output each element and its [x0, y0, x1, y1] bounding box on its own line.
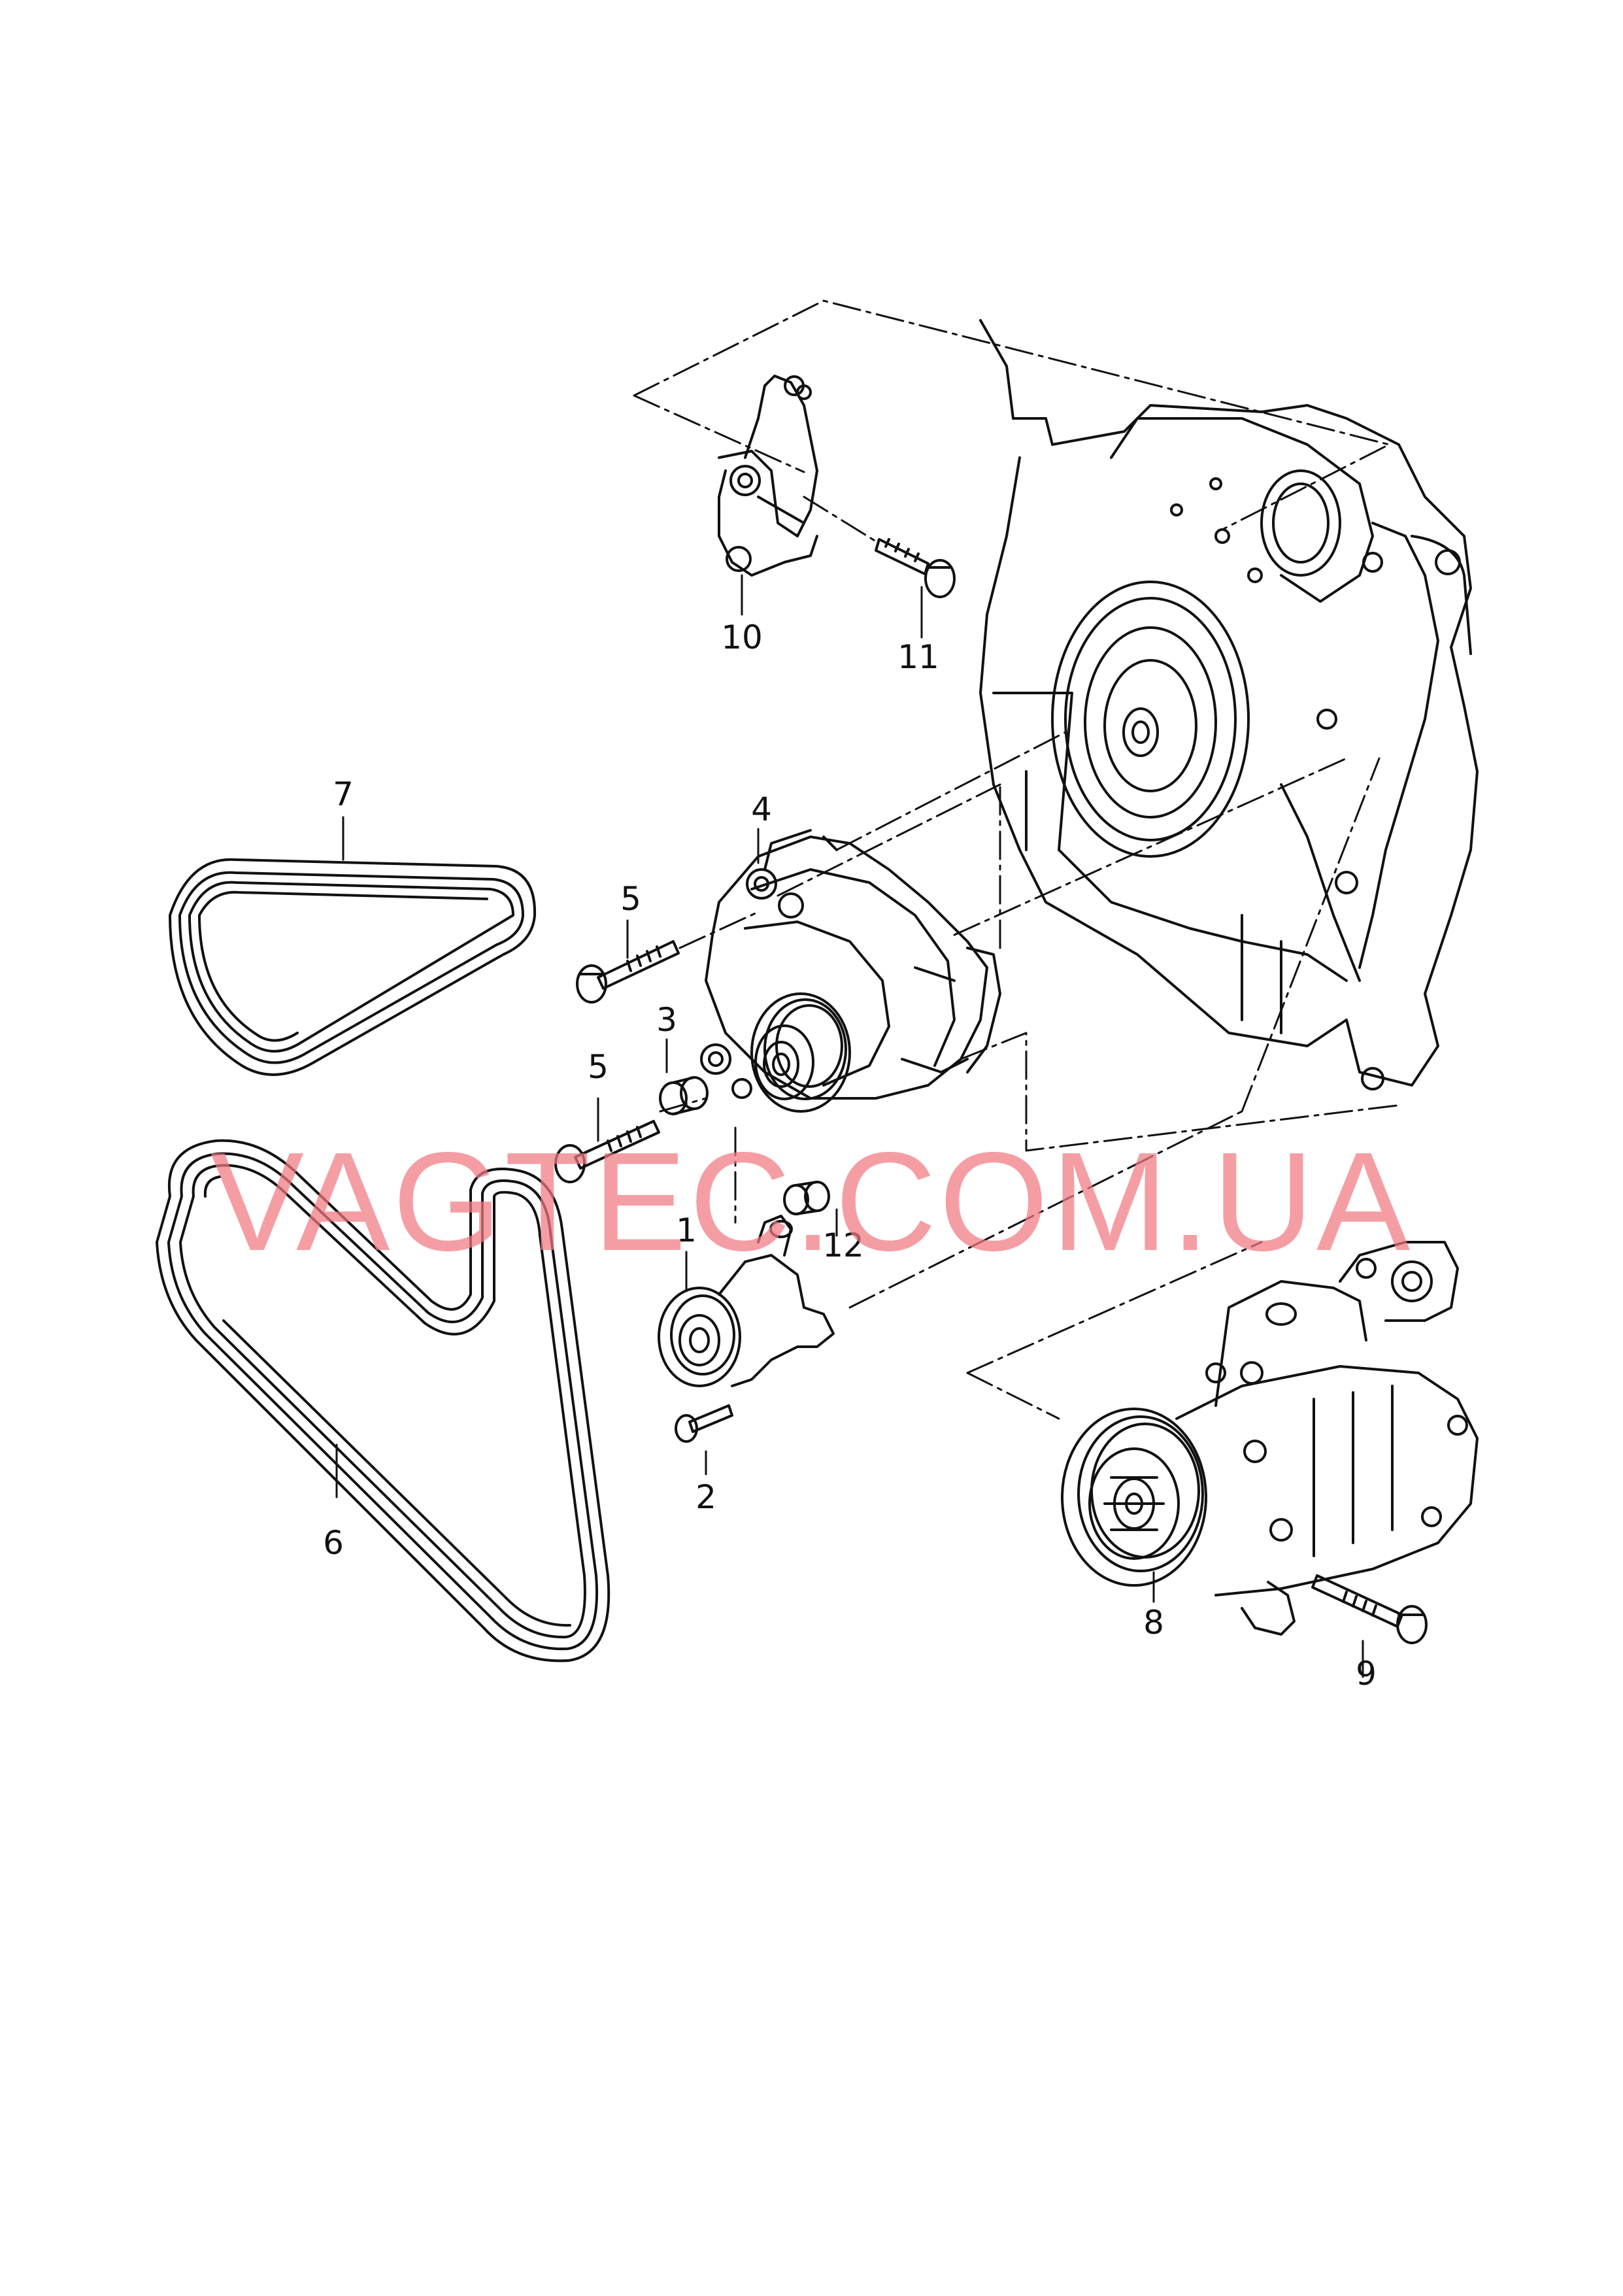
bolt-5-upper-drawing — [576, 940, 680, 1004]
belt-6-drawing — [156, 1139, 611, 1663]
callout-8: 8 — [1143, 1604, 1164, 1642]
callout-1: 1 — [676, 1211, 697, 1249]
bolt-5-lower-drawing — [554, 1120, 660, 1183]
belt-7-drawing — [169, 858, 537, 1076]
spacer-12-drawing — [783, 1181, 830, 1215]
assembly-lines — [633, 299, 1403, 1420]
callout-6: 6 — [323, 1524, 344, 1562]
callout-12: 12 — [822, 1226, 864, 1264]
callout-9: 9 — [1356, 1655, 1377, 1693]
bracket-drawing — [718, 375, 818, 577]
bolt-11-drawing — [875, 538, 956, 598]
callout-7: 7 — [333, 775, 354, 813]
spacer-3-drawing — [659, 1076, 709, 1115]
engine-block-drawing — [979, 319, 1479, 1090]
compressor-drawing — [1061, 1241, 1479, 1636]
tensioner-drawing — [658, 1215, 835, 1387]
callout-3: 3 — [656, 1001, 677, 1039]
callout-5-upper: 5 — [620, 880, 641, 918]
callout-11: 11 — [897, 638, 939, 676]
bolt-2-drawing — [675, 1404, 733, 1443]
callout-4: 4 — [751, 790, 772, 828]
alternator-drawing — [700, 829, 1001, 1113]
callout-2: 2 — [695, 1478, 716, 1516]
leader-lines — [335, 574, 1364, 1678]
callout-10: 10 — [721, 618, 763, 656]
bolt-9-drawing — [1311, 1574, 1428, 1644]
callout-5-lower: 5 — [588, 1048, 609, 1086]
